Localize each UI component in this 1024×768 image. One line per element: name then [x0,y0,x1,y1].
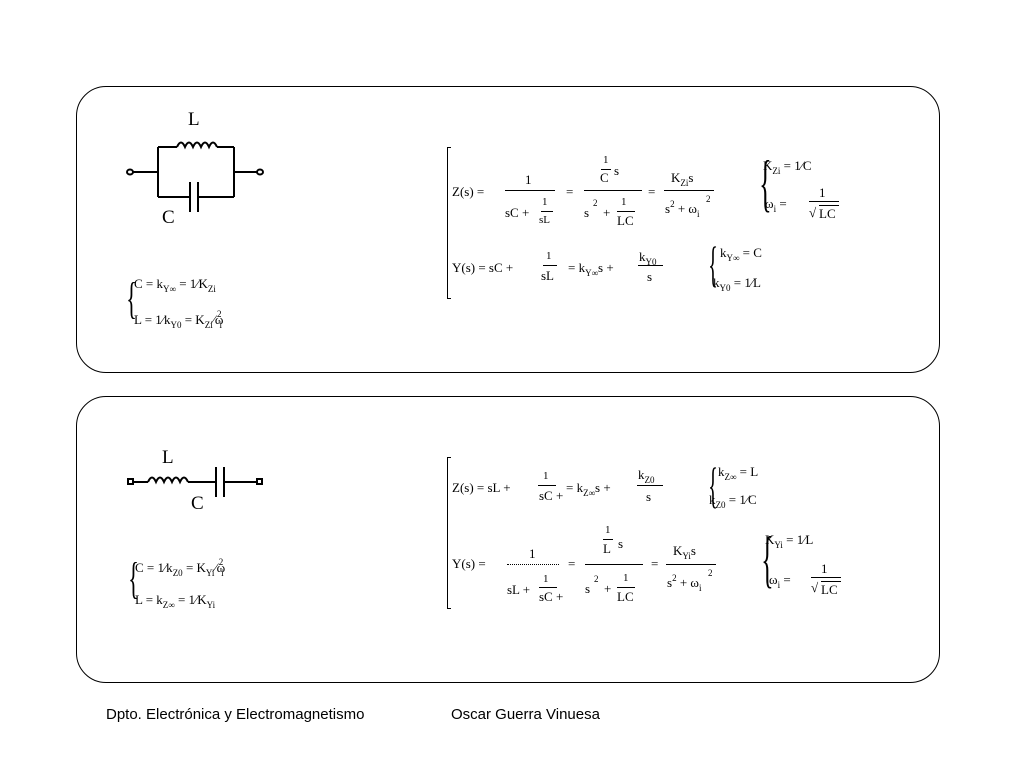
big-brace [447,147,448,299]
parallel-lc-panel: L C { C = kY∞ = 1⁄KZi L = 1⁄kY0 = KZi⁄ωi… [76,86,940,373]
inductor-label: L [162,447,174,468]
capacitor-label: C [191,493,204,514]
parallel-lc-circuit [126,141,264,212]
series-lc-panel: L C { C = 1⁄kZ0 = KYi⁄ωi2 L = kZ∞ = 1⁄KY… [76,396,940,683]
capacitor-label: C [162,207,175,228]
series-lc-circuit [127,467,263,497]
footer-author: Oscar Guerra Vinuesa [451,706,600,723]
big-brace [447,457,448,609]
footer-department: Dpto. Electrónica y Electromagnetismo [106,706,365,723]
inductor-label: L [188,109,200,130]
